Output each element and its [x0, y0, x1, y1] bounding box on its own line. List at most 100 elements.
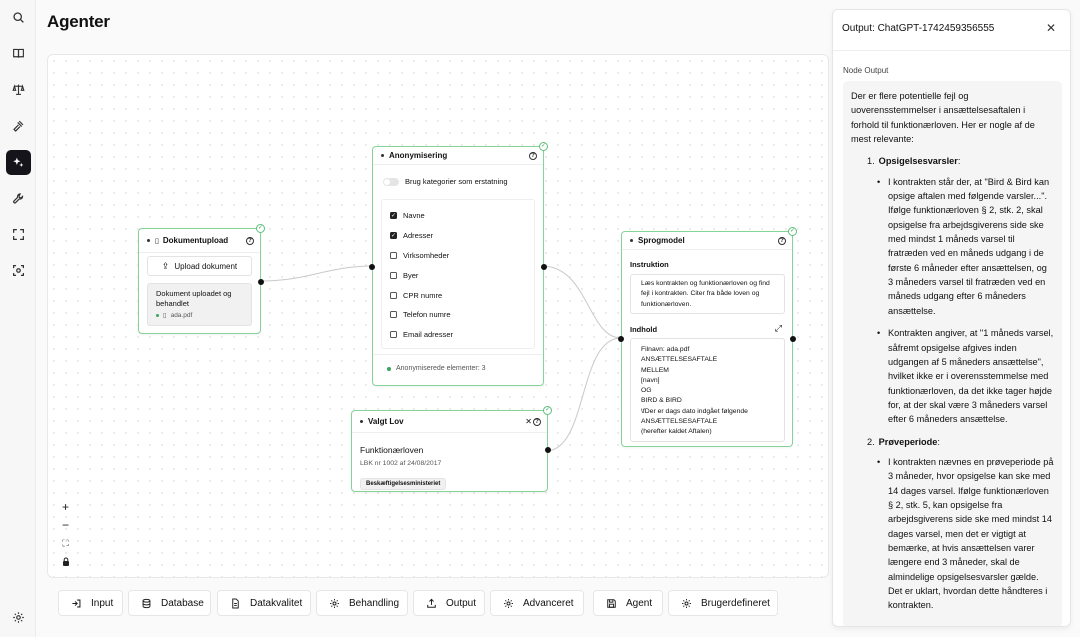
toolbar-input-button[interactable]: Input: [58, 590, 123, 616]
anonymized-count: Anonymiserede elementer: 3: [396, 365, 486, 372]
toolbar-database-button[interactable]: Database: [128, 590, 211, 616]
anonymize-options: ✓Navne ✓Adresser Virksomheder Byer CPR n…: [381, 199, 535, 349]
help-icon[interactable]: ?: [529, 151, 537, 160]
scan-icon[interactable]: [6, 258, 31, 283]
output-port[interactable]: [790, 336, 796, 342]
upload-status: Dokument uploadet og behandlet: [156, 289, 232, 308]
close-icon[interactable]: ✕: [525, 417, 532, 426]
ministry-tag: Beskæftigelsesministeriet: [360, 478, 447, 490]
expand-icon[interactable]: ⤢: [774, 323, 782, 333]
option-cpr-numre[interactable]: CPR numre: [390, 285, 526, 305]
check-icon: ✓: [543, 406, 552, 415]
toolbar-advanceret-button[interactable]: Advanceret: [490, 590, 584, 616]
edge-anon-lang: [541, 265, 622, 339]
node-dokumentupload[interactable]: ✓ ▯ Dokumentupload ? ⇪ Upload dokument D…: [138, 224, 265, 334]
input-icon: [72, 599, 81, 607]
zoom-in-icon[interactable]: +: [61, 500, 69, 514]
check-icon: ✓: [539, 142, 548, 151]
toolbar-datakvalitet-button[interactable]: Datakvalitet: [217, 590, 311, 616]
focus-icon[interactable]: [6, 222, 31, 247]
checkbox[interactable]: ✓: [390, 232, 397, 240]
scale-icon[interactable]: [6, 77, 31, 102]
edge-law-lang: [545, 337, 622, 452]
category-toggle[interactable]: [383, 177, 399, 186]
wrench-icon[interactable]: [6, 186, 31, 211]
help-icon[interactable]: ?: [778, 236, 786, 245]
node-title: Anonymisering: [389, 151, 448, 160]
status-dot: [387, 366, 391, 371]
edges-layer: [260, 265, 622, 452]
upload-icon: [427, 598, 436, 608]
law-name: Funktionærloven: [360, 445, 424, 455]
toolbar-behandling-button[interactable]: Behandling: [316, 590, 408, 616]
edge-upload-anon: [260, 265, 374, 282]
output-panel: Output: ChatGPT-1742459356555 ✕ Node Out…: [832, 9, 1071, 627]
search-icon[interactable]: [6, 5, 31, 30]
node-title: Dokumentupload: [162, 236, 229, 245]
input-port[interactable]: [618, 336, 624, 342]
uploaded-document-card: Dokument uploadet og behandlet ▯ ada.pdf: [147, 283, 252, 326]
close-icon[interactable]: ✕: [1045, 21, 1056, 35]
node-output-content[interactable]: Der er flere potentielle fejl og uoveren…: [843, 81, 1062, 626]
input-port[interactable]: [369, 264, 375, 270]
gavel-icon[interactable]: [6, 114, 31, 139]
toolbar-agent-button[interactable]: Agent: [593, 590, 663, 616]
node-title: Sprogmodel: [638, 236, 685, 245]
lock-icon[interactable]: [57, 552, 74, 570]
list-item: I kontrakten står der, at "Bird & Bird k…: [877, 175, 1054, 318]
book-icon[interactable]: [6, 41, 31, 66]
list-item: Kontrakten angiver, at "1 måneds varsel,…: [877, 326, 1054, 426]
instruction-textarea[interactable]: Læs kontrakten og funktionærloven og fin…: [630, 274, 785, 314]
panel-subtitle: Node Output: [843, 66, 889, 75]
content-label: Indhold: [630, 325, 658, 334]
option-email-adresser[interactable]: Email adresser: [390, 325, 526, 345]
gear-icon: [504, 598, 513, 608]
check-icon: ✓: [788, 227, 797, 236]
output-bullet-list: I kontrakten nævnes en prøveperiode på 3…: [877, 455, 1054, 613]
zoom-out-icon[interactable]: −: [61, 518, 69, 532]
checkbox[interactable]: [390, 311, 397, 319]
file-icon: ▯: [155, 237, 159, 245]
option-byer[interactable]: Byer: [390, 265, 526, 285]
help-icon[interactable]: ?: [533, 417, 541, 426]
fit-view-icon[interactable]: ⛶: [62, 537, 69, 548]
instruction-label: Instruktion: [630, 260, 669, 269]
checkbox[interactable]: [390, 331, 397, 339]
option-adresser[interactable]: ✓Adresser: [390, 231, 434, 241]
content-textarea[interactable]: Filnavn: ada.pdf ANSÆTTELSESAFTALE MELLE…: [630, 338, 785, 442]
save-icon: [607, 598, 616, 608]
node-valgt-lov[interactable]: ✓ Valgt Lov ✕ ? Funktionærloven LBK nr 1…: [351, 406, 552, 492]
output-port[interactable]: [545, 447, 551, 453]
toolbar-brugerdefineret-button[interactable]: Brugerdefineret: [668, 590, 778, 616]
upload-document-button[interactable]: ⇪ Upload dokument: [147, 256, 252, 276]
settings-icon[interactable]: [6, 605, 31, 630]
checkbox[interactable]: ✓: [390, 212, 397, 220]
zoom-controls: + − ⛶: [57, 498, 74, 570]
checkbox[interactable]: [390, 251, 397, 259]
output-port[interactable]: [541, 264, 547, 270]
help-icon[interactable]: ?: [246, 236, 254, 245]
option-virksomheder[interactable]: Virksomheder: [390, 246, 526, 266]
node-anonymisering[interactable]: ✓ Anonymisering ? Brug kategorier som er…: [369, 142, 548, 386]
output-section-heading: 1. Opsigelsesvarsler:: [867, 156, 961, 167]
output-intro: Der er flere potentielle fejl og uoveren…: [851, 91, 1035, 145]
checkbox[interactable]: [390, 271, 397, 279]
page-title: Agenter: [47, 12, 110, 31]
output-bullet-list: I kontrakten står der, at "Bird & Bird k…: [877, 175, 1054, 427]
sparkle-icon[interactable]: [6, 150, 31, 175]
option-telefon-numre[interactable]: Telefon numre: [390, 305, 526, 325]
output-port[interactable]: [258, 279, 264, 285]
output-section-heading: 2. Prøveperiode:: [867, 436, 940, 447]
node-sprogmodel[interactable]: ✓ Sprogmodel ? Instruktion Læs kontrakte…: [618, 227, 797, 447]
gear-icon: [330, 598, 339, 608]
check-icon: ✓: [256, 224, 265, 233]
file-icon: [232, 598, 239, 608]
flow-canvas[interactable]: ✓ ▯ Dokumentupload ? ⇪ Upload dokument D…: [47, 54, 829, 578]
icon-rail: [0, 0, 36, 637]
checkbox[interactable]: [390, 291, 397, 299]
file-icon: ▯: [163, 312, 167, 319]
status-dot: [156, 313, 159, 317]
toolbar-output-button[interactable]: Output: [413, 590, 485, 616]
option-navne[interactable]: ✓Navne: [390, 211, 425, 221]
upload-icon: ⇪: [161, 260, 170, 271]
